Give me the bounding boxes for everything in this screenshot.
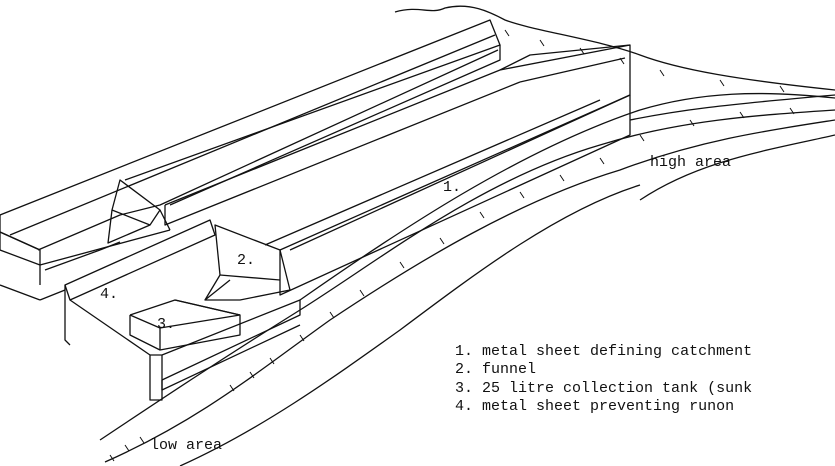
legend-item: 3. 25 litre collection tank (sunk — [455, 380, 752, 398]
label-funnel-number: 2. — [237, 252, 256, 269]
label-high-area: high area — [650, 154, 732, 171]
label-catchment-number: 1. — [443, 179, 462, 196]
legend: 1. metal sheet defining catchment 2. fun… — [455, 343, 752, 416]
legend-text: metal sheet defining catchment — [482, 343, 753, 360]
terrain-hatching — [109, 29, 795, 462]
runon-sheet — [64, 219, 216, 301]
terrain-contours — [99, 5, 835, 466]
legend-number: 1. — [455, 343, 474, 360]
legend-item: 4. metal sheet preventing runon — [455, 398, 752, 416]
back-funnel — [107, 179, 161, 244]
legend-number: 4. — [455, 397, 474, 415]
legend-text: funnel — [482, 361, 537, 379]
legend-text: metal sheet preventing runon — [482, 397, 735, 415]
label-tank-number: 3. — [157, 316, 176, 333]
label-runon-number: 4. — [100, 286, 119, 303]
label-low-area: low area — [150, 437, 223, 454]
legend-text: 25 litre collection tank (sunk — [482, 379, 753, 397]
legend-item: 2. funnel — [455, 361, 752, 379]
legend-number: 3. — [455, 379, 474, 397]
collection-tank — [129, 299, 241, 351]
back-plot-walls — [0, 19, 501, 285]
legend-number: 2. — [455, 361, 474, 379]
legend-item: 1. metal sheet defining catchment — [455, 343, 752, 361]
